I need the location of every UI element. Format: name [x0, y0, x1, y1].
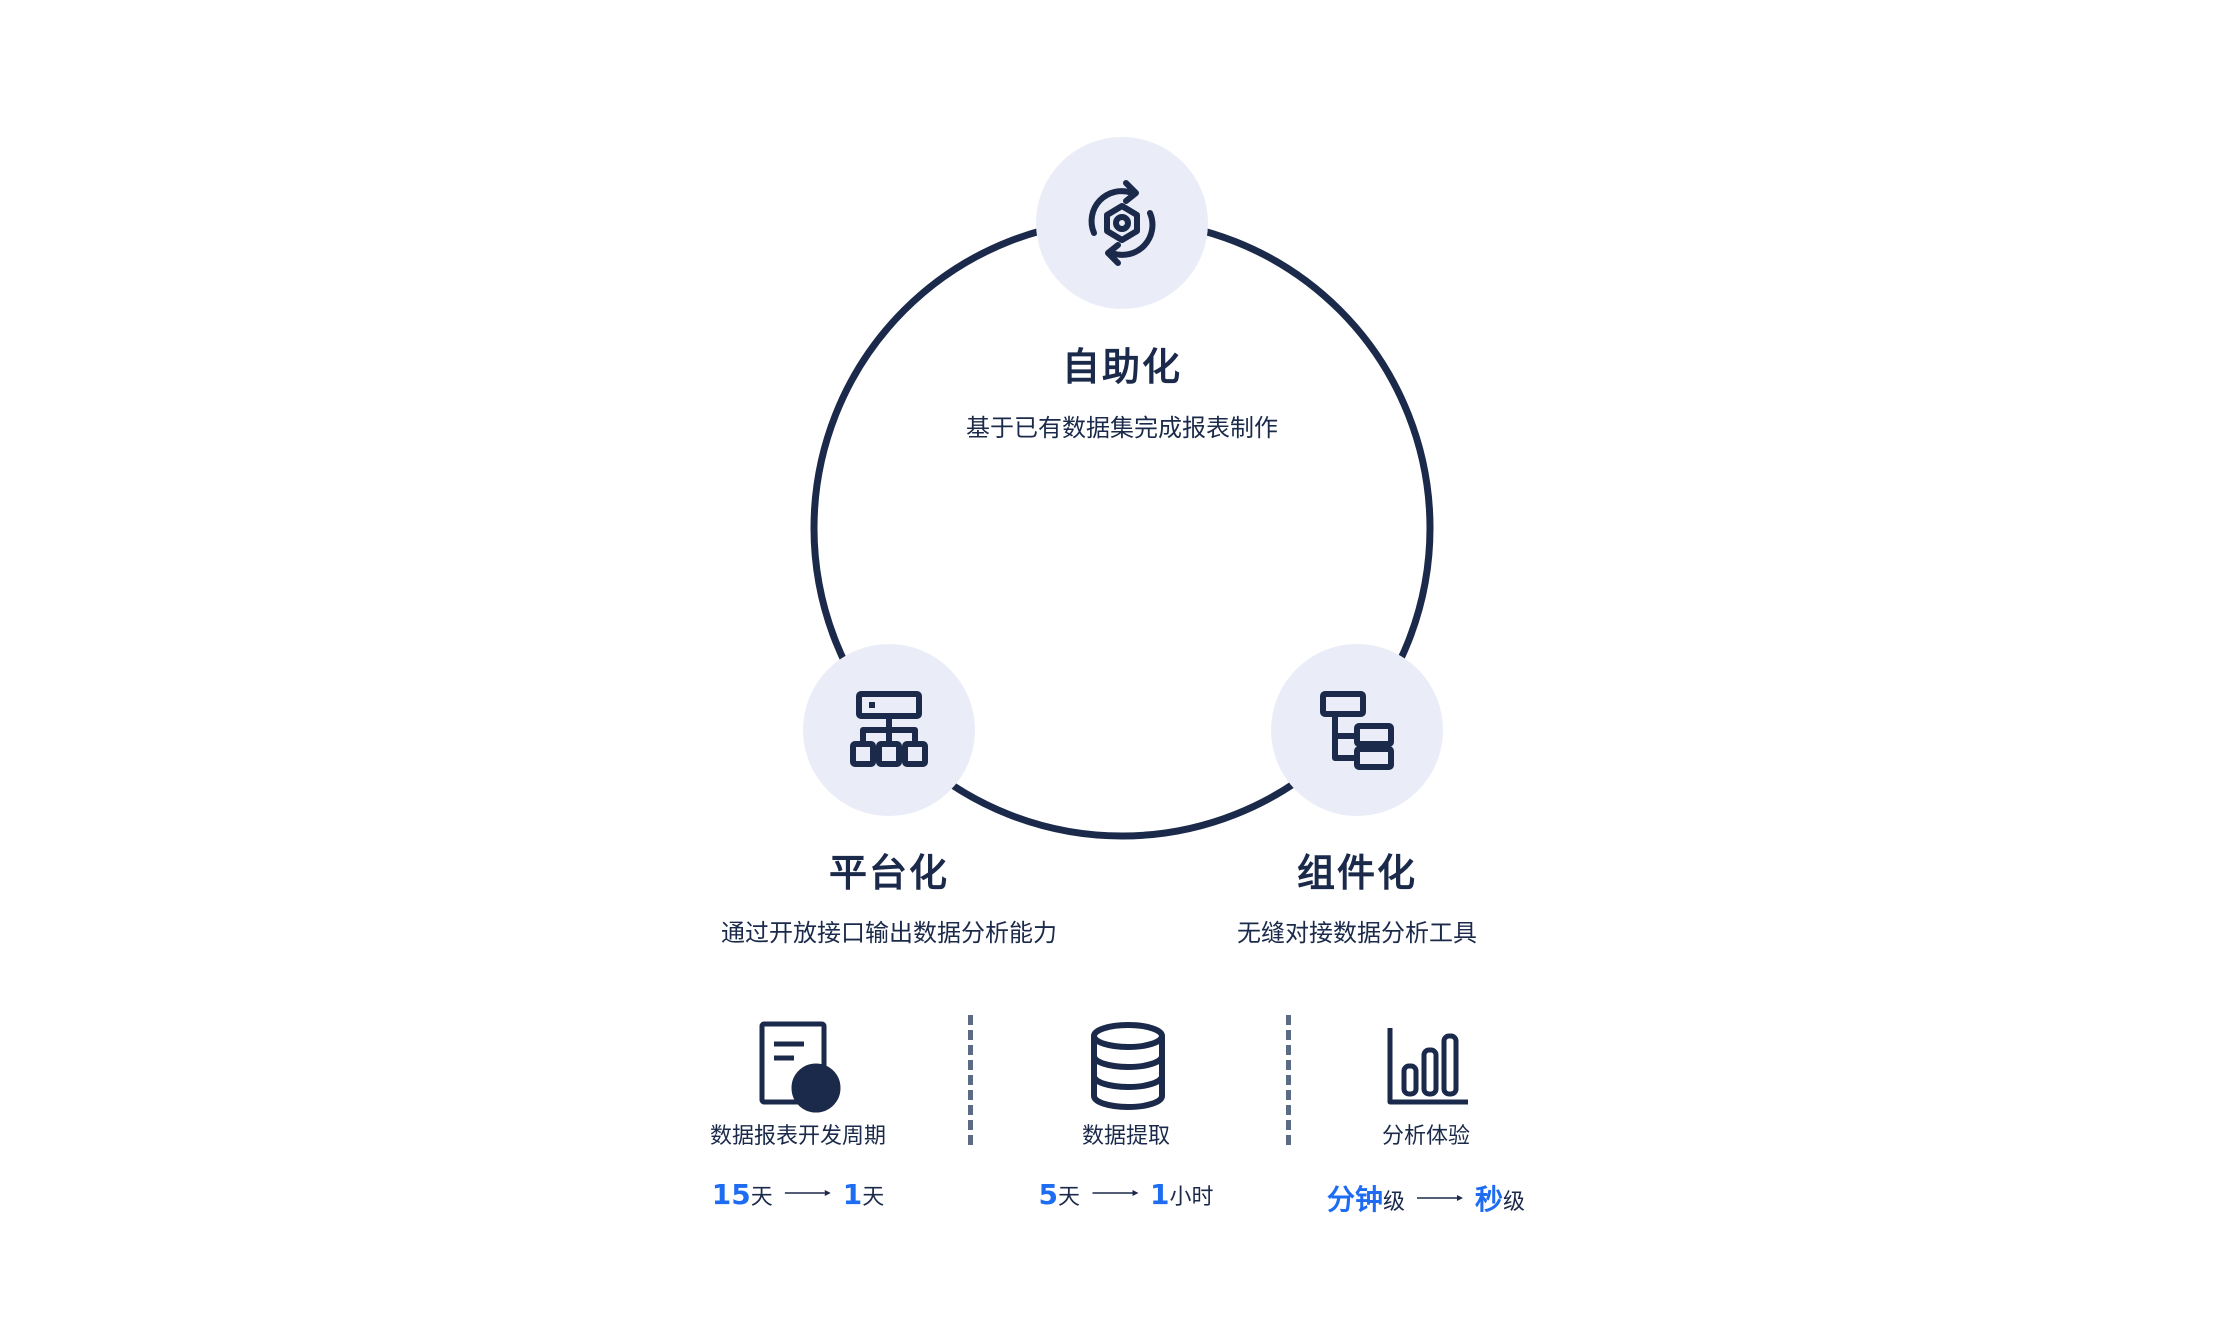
node-platform	[803, 644, 975, 816]
stat-data-extract-label: 数据提取	[1081, 1124, 1171, 1149]
refresh-gear-icon	[1088, 180, 1156, 266]
node-component-desc: 无缝对接数据分析工具	[1237, 919, 1477, 947]
stat-report-cycle-metric: 15 天 1 天	[712, 1178, 884, 1211]
stat-extract-to-unit: 小时	[1169, 1185, 1214, 1210]
node-self-service-title: 自助化	[1061, 345, 1183, 389]
stat-report-cycle-label: 数据报表开发周期	[709, 1124, 887, 1149]
stat-analysis-to-value: 秒	[1475, 1183, 1504, 1216]
node-component-title: 组件化	[1296, 851, 1418, 895]
divider-1	[968, 1015, 973, 1145]
hierarchy-icon	[850, 691, 928, 767]
node-component	[1271, 644, 1443, 816]
arrow-right-icon	[1417, 1195, 1463, 1201]
node-self-service-desc: 基于已有数据集完成报表制作	[966, 414, 1278, 442]
stat-extract-from-value: 5	[1038, 1178, 1058, 1211]
stat-report-to-value: 1	[842, 1178, 863, 1211]
stat-analysis-from-unit: 级	[1382, 1190, 1405, 1215]
database-icon	[1091, 1022, 1165, 1110]
stat-extract-from-unit: 天	[1057, 1185, 1080, 1210]
divider-2	[1286, 1015, 1291, 1145]
stat-data-extract-metric: 5 天 1 小时	[1039, 1178, 1214, 1211]
node-platform-title: 平台化	[828, 851, 950, 895]
stat-report-to-unit: 天	[862, 1185, 885, 1210]
stat-extract-to-value: 1	[1150, 1178, 1170, 1211]
stat-analysis-from-value: 分钟	[1326, 1183, 1383, 1216]
arrow-right-icon	[784, 1190, 831, 1196]
stat-analysis-to-unit: 级	[1503, 1190, 1526, 1215]
stat-analysis-label: 分析体验	[1381, 1124, 1471, 1149]
node-platform-desc: 通过开放接口输出数据分析能力	[721, 919, 1057, 947]
stat-report-from-value: 15	[711, 1178, 751, 1211]
stat-report-from-unit: 天	[750, 1185, 773, 1210]
arrow-right-icon	[1092, 1190, 1138, 1196]
report-document-icon	[759, 1021, 841, 1113]
node-self-service	[1036, 137, 1208, 309]
stat-analysis-metric: 分钟 级 秒 级	[1327, 1178, 1525, 1218]
component-tree-icon	[1320, 691, 1394, 770]
bar-chart-icon	[1387, 1028, 1468, 1105]
